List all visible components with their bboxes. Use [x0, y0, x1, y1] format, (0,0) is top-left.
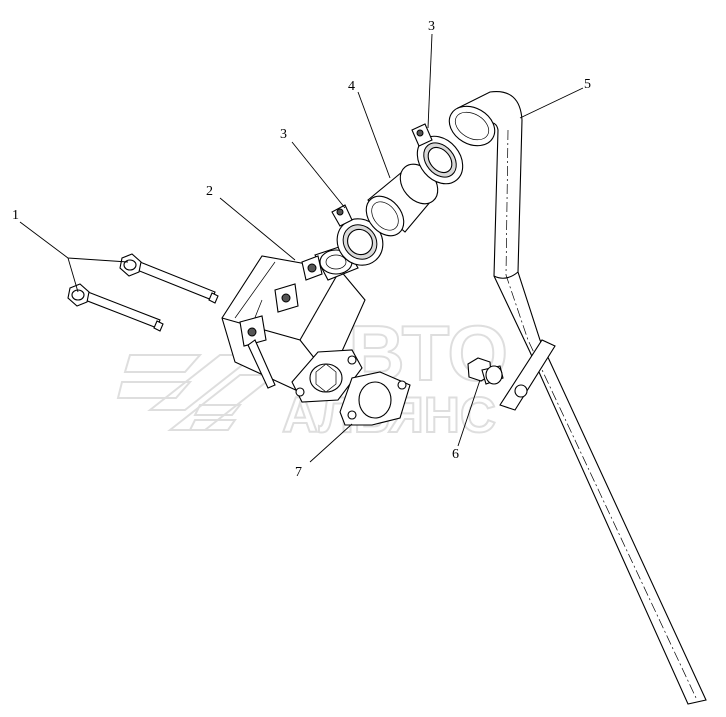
label-3-lower-clamp: 3 — [280, 127, 287, 142]
leader-lines — [19, 33, 584, 463]
filter-housing — [221, 244, 366, 403]
hose-clamp-upper — [411, 123, 464, 185]
bolt-upper — [119, 253, 219, 304]
bolt-lower — [67, 283, 164, 332]
label-1: 1 — [12, 208, 19, 223]
label-6: 6 — [452, 447, 459, 462]
label-7: 7 — [295, 465, 302, 480]
intake-pipe — [448, 91, 707, 705]
label-2: 2 — [206, 184, 213, 199]
gasket — [339, 371, 411, 426]
callout-labels: 1 2 3 3 4 5 6 7 — [12, 19, 591, 480]
label-4: 4 — [348, 79, 355, 94]
flange-nut — [467, 357, 504, 385]
hose-clamp-lower — [331, 204, 384, 266]
label-3-upper-clamp: 3 — [428, 19, 435, 34]
hose-sleeve — [365, 163, 439, 237]
label-5: 5 — [584, 77, 591, 92]
